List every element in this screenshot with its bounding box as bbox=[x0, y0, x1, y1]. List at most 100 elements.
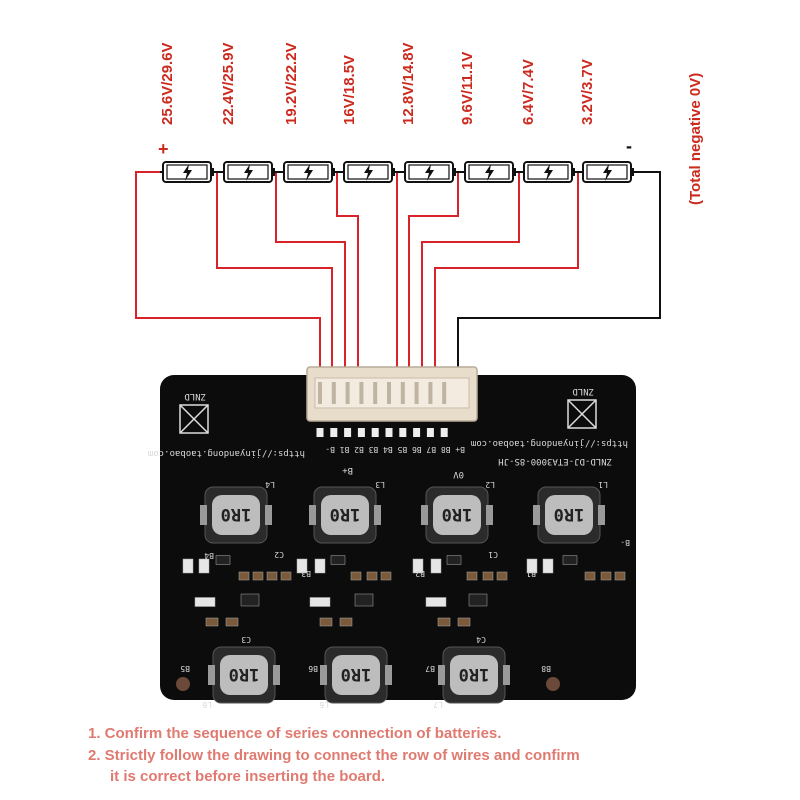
wire-b3 bbox=[408, 172, 459, 385]
battery-cell-8 bbox=[162, 161, 214, 183]
label-b6: B6 bbox=[308, 664, 318, 673]
wire-b7 bbox=[216, 172, 333, 385]
smd-component bbox=[182, 558, 194, 574]
svg-text:1R0: 1R0 bbox=[221, 504, 252, 524]
svg-text:1R0: 1R0 bbox=[330, 504, 361, 524]
inductor: 1R0 bbox=[208, 646, 280, 704]
wire-b8 bbox=[135, 171, 321, 385]
battery-cell-3 bbox=[464, 161, 516, 183]
connector-pad bbox=[316, 428, 324, 437]
label-b1: B1 bbox=[526, 569, 536, 578]
negative-wire bbox=[457, 171, 661, 385]
smd-component bbox=[314, 558, 326, 574]
smd-component bbox=[252, 571, 264, 581]
connector-pad bbox=[357, 428, 365, 437]
svg-text:1R0: 1R0 bbox=[554, 504, 585, 524]
inductor: 1R0 bbox=[320, 646, 392, 704]
board-url-right: https://jinyandong.taobao.com bbox=[471, 438, 628, 448]
label-l2: L2 bbox=[485, 480, 495, 489]
label-b8: B8 bbox=[541, 664, 551, 673]
label-c3: C3 bbox=[241, 635, 251, 644]
connector-pad bbox=[385, 428, 393, 437]
connector-pad bbox=[330, 428, 338, 437]
lightning-icon bbox=[544, 164, 553, 181]
battery-cell-5 bbox=[343, 161, 395, 183]
plus-sign: + bbox=[158, 139, 169, 159]
label-b7: B7 bbox=[425, 664, 435, 673]
battery-cell-4 bbox=[404, 161, 456, 183]
label-l7: L7 bbox=[433, 700, 443, 709]
smd-component bbox=[430, 558, 442, 574]
lightning-icon bbox=[183, 164, 192, 181]
voltage-label-b5: 16V/18.5V bbox=[341, 55, 358, 125]
smd-component bbox=[366, 571, 378, 581]
smd-component bbox=[412, 558, 424, 574]
label-b3: B3 bbox=[301, 569, 311, 578]
svg-text:1R0: 1R0 bbox=[442, 504, 473, 524]
label-b2: B2 bbox=[415, 569, 425, 578]
smd-component bbox=[354, 593, 374, 607]
lightning-icon bbox=[244, 164, 253, 181]
mounting-pad-left bbox=[176, 677, 190, 691]
lightning-icon bbox=[364, 164, 373, 181]
label-c1: C1 bbox=[488, 550, 498, 559]
smd-component bbox=[482, 571, 494, 581]
lightning-icon bbox=[485, 164, 494, 181]
connector-pad bbox=[371, 428, 379, 437]
note-3: it is correct before inserting the board… bbox=[110, 768, 386, 785]
battery-cell-2 bbox=[523, 161, 575, 183]
battery-cell-1 bbox=[582, 161, 634, 183]
voltage-label-b4: 12.8V/14.8V bbox=[400, 42, 417, 125]
total-negative-label: (Total negative 0V) bbox=[687, 73, 704, 205]
voltage-labels: 25.6V/29.6V 22.4V/25.9V 19.2V/22.2V 16V/… bbox=[159, 42, 704, 205]
label-b4: B4 bbox=[204, 551, 214, 560]
smd-component bbox=[240, 593, 260, 607]
component-labels: L4 L3 L2 L1 L6 L6 L7 C2 C3 C4 C1 B4 B3 B… bbox=[180, 480, 608, 709]
svg-text:1R0: 1R0 bbox=[459, 664, 490, 684]
connector-pad bbox=[344, 428, 352, 437]
zero-v-label: 0V bbox=[453, 469, 464, 479]
minus-sign: - bbox=[626, 136, 632, 156]
connector-pad bbox=[426, 428, 434, 437]
smd-component bbox=[600, 571, 612, 581]
connector-pad bbox=[399, 428, 407, 437]
label-b5: B5 bbox=[180, 664, 190, 673]
smd-component bbox=[238, 571, 250, 581]
voltage-label-b6: 19.2V/22.2V bbox=[283, 42, 300, 125]
brand-left: ZNLD bbox=[184, 391, 206, 401]
label-c2: C2 bbox=[274, 550, 284, 559]
wire-b1 bbox=[434, 172, 579, 385]
inductor: 1R0 bbox=[438, 646, 510, 704]
lightning-icon bbox=[425, 164, 434, 181]
smd-component bbox=[614, 571, 626, 581]
pcb-board: ZNLD ZNLD https://jinyandong.taobao.com … bbox=[148, 366, 636, 709]
label-l1: L1 bbox=[598, 480, 608, 489]
wire-b2 bbox=[421, 172, 520, 385]
voltage-label-b8: 25.6V/29.6V bbox=[159, 42, 176, 125]
smd-component bbox=[266, 571, 278, 581]
smd-component bbox=[425, 597, 447, 607]
voltage-label-b3: 9.6V/11.1V bbox=[459, 52, 476, 125]
smd-component bbox=[215, 555, 231, 565]
pin-labels: B+ B8 B7 B6 B5 B4 B3 B2 B1 B- bbox=[325, 445, 465, 454]
wire-b6 bbox=[275, 172, 346, 385]
smd-component bbox=[542, 558, 554, 574]
smd-component bbox=[526, 558, 538, 574]
smd-component bbox=[330, 555, 346, 565]
label-l6a: L6 bbox=[202, 700, 212, 709]
znld-logo-left: ZNLD bbox=[179, 391, 209, 434]
inductor: 1R0 bbox=[309, 486, 381, 544]
voltage-label-b2: 6.4V/7.4V bbox=[520, 59, 537, 125]
inductor: 1R0 bbox=[533, 486, 605, 544]
smd-component bbox=[225, 617, 239, 627]
battery-cell-7 bbox=[223, 161, 275, 183]
wire-b5 bbox=[336, 172, 359, 385]
note-1: 1. Confirm the sequence of series connec… bbox=[88, 725, 502, 742]
voltage-label-b1: 3.2V/3.7V bbox=[579, 59, 596, 125]
board-url-left: https://jinyandong.taobao.com bbox=[148, 448, 305, 458]
balance-wires bbox=[135, 171, 579, 385]
smd-component bbox=[562, 555, 578, 565]
inductor: 1R0 bbox=[421, 486, 493, 544]
smd-component bbox=[296, 558, 308, 574]
